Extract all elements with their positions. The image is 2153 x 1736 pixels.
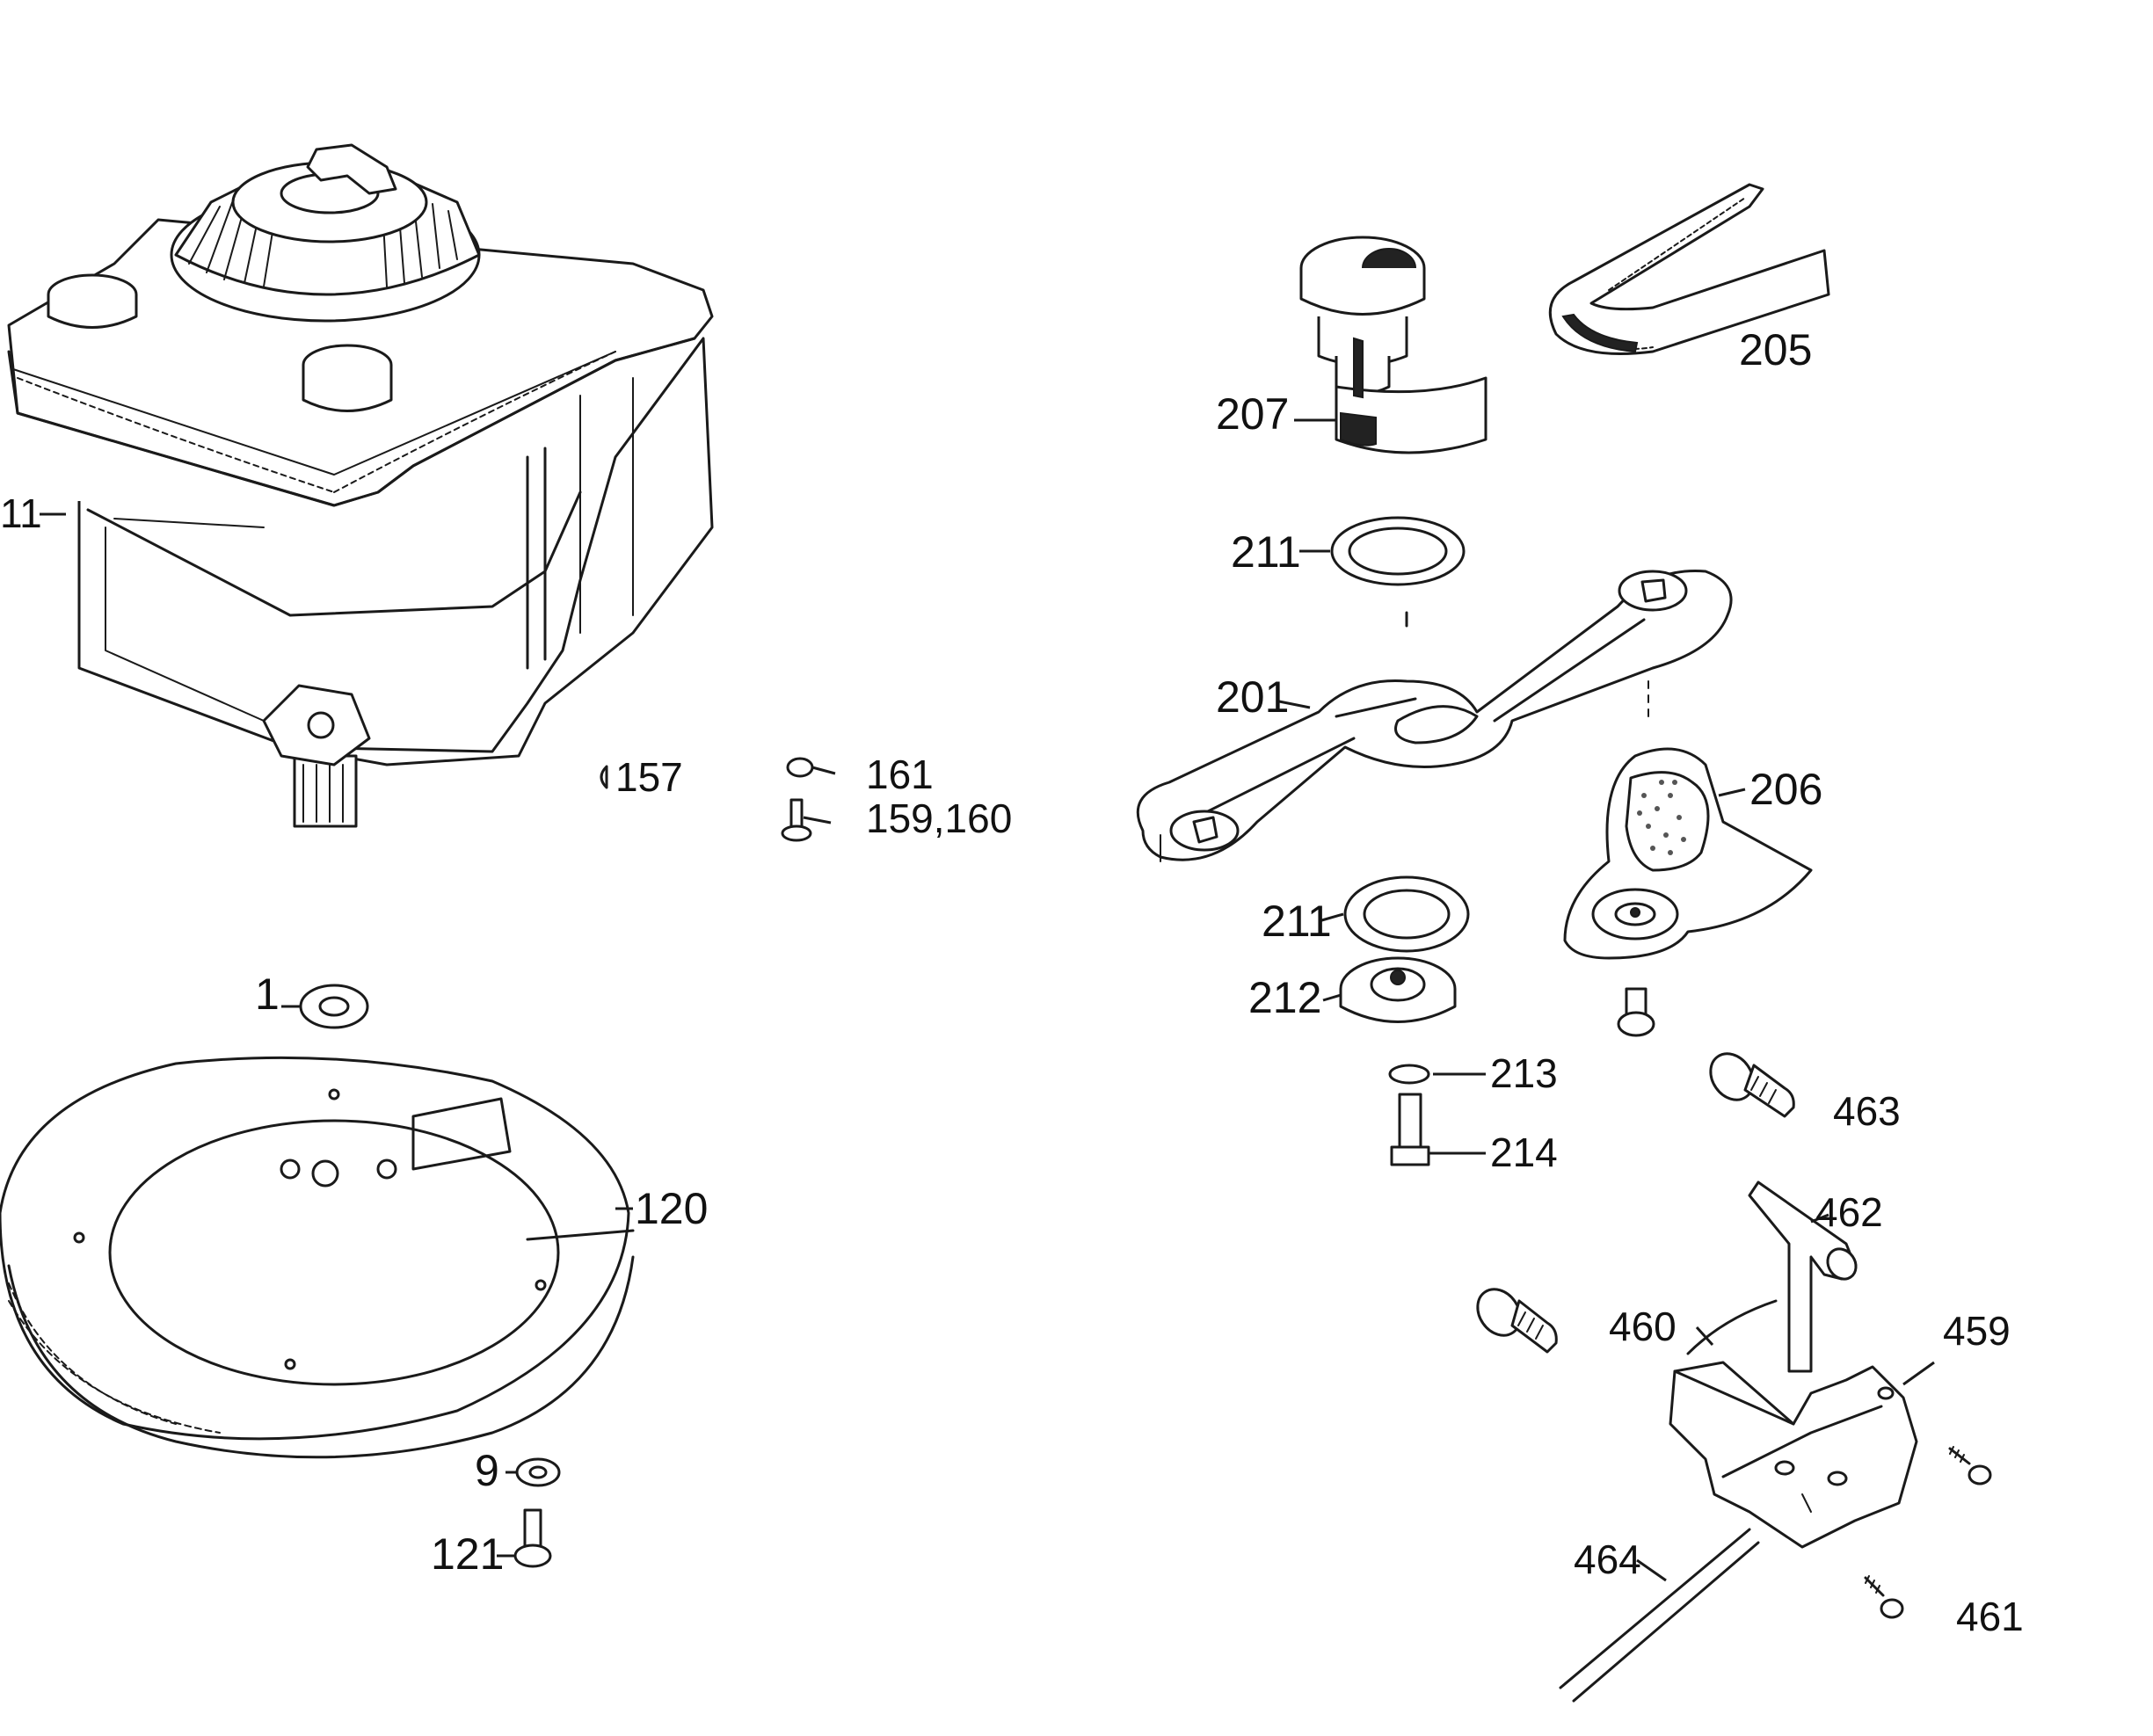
label-213: 213	[1490, 1050, 1558, 1096]
part-201-blade	[1136, 570, 1733, 862]
part-462-lever	[1748, 1180, 1858, 1373]
flywheel-assembly	[0, 1056, 635, 1459]
part-463-bolt-upper	[1709, 1052, 1795, 1118]
part-1-washer	[281, 984, 369, 1029]
part-207-adapter	[1294, 236, 1487, 454]
part-9-washer	[506, 1457, 561, 1487]
part-461-screw-upper	[1948, 1446, 1992, 1485]
part-121-bolt	[497, 1508, 552, 1568]
label-121: 121	[431, 1529, 504, 1579]
label-206: 206	[1749, 765, 1822, 814]
label-205: 205	[1739, 325, 1812, 374]
label-159-160: 159,160	[866, 795, 1012, 841]
label-460: 460	[1609, 1304, 1677, 1349]
part-213-lockwasher	[1388, 1064, 1486, 1085]
part-461-screw-lower	[1864, 1575, 1904, 1619]
label-157: 157	[615, 754, 683, 800]
part-labels: 11 157 161 159,160 1 120 9 121 207 205 2…	[0, 325, 2024, 1639]
part-211-washer-upper	[1299, 516, 1466, 628]
label-459: 459	[1943, 1308, 2011, 1354]
label-212: 212	[1248, 973, 1321, 1022]
part-459-bracket	[1669, 1361, 1935, 1549]
label-120: 120	[635, 1184, 708, 1233]
part-211-washer-lower	[1318, 875, 1470, 953]
label-9: 9	[475, 1446, 499, 1495]
part-157	[600, 765, 608, 789]
label-161: 161	[866, 752, 934, 797]
label-1: 1	[255, 970, 280, 1019]
label-211-lower: 211	[1262, 897, 1332, 946]
label-461: 461	[1956, 1594, 2024, 1639]
part-206-support	[1563, 747, 1813, 1037]
label-11: 11	[0, 490, 42, 536]
part-161	[786, 757, 836, 778]
part-460-spring	[1686, 1299, 1778, 1355]
label-462: 462	[1815, 1189, 1883, 1235]
part-212-hub	[1322, 956, 1457, 1023]
part-205-strip	[1548, 183, 1830, 355]
part-463-bolt-lower	[1476, 1288, 1558, 1354]
label-207: 207	[1216, 389, 1289, 439]
engine-assembly	[7, 143, 714, 828]
part-214-bolt	[1390, 1093, 1486, 1166]
label-463: 463	[1833, 1088, 1901, 1134]
label-214: 214	[1490, 1129, 1558, 1175]
part-464-cable	[1559, 1528, 1760, 1703]
label-464: 464	[1574, 1536, 1641, 1582]
label-201: 201	[1216, 672, 1289, 722]
label-211-upper: 211	[1231, 527, 1301, 577]
part-159-160	[781, 798, 832, 842]
